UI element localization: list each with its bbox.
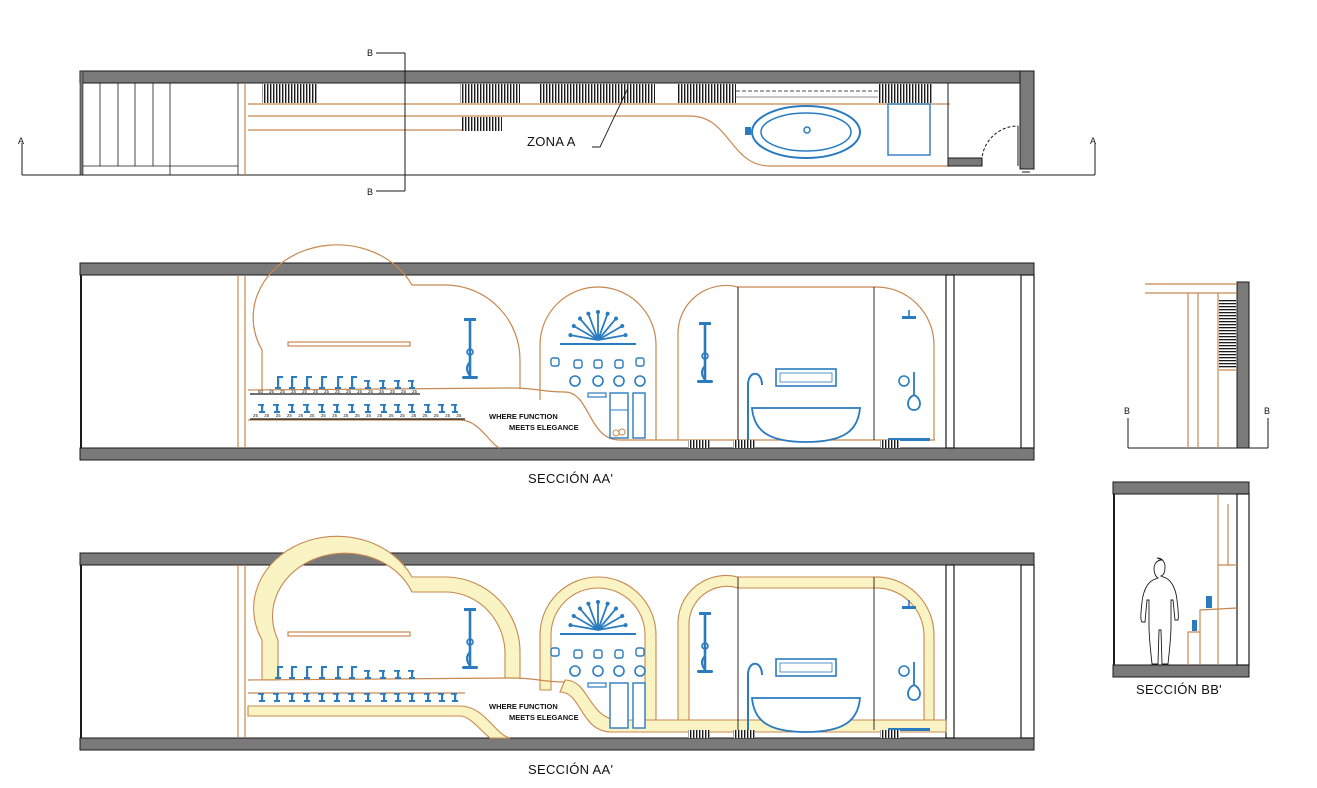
shelf-dimension: 25	[357, 389, 363, 394]
shelf-dimension: 25	[335, 389, 341, 394]
faucet-display-2	[258, 666, 458, 702]
section-marker-a-right: A	[1090, 136, 1096, 146]
shelf-dimension: 25	[291, 389, 297, 394]
shelf-dimension: 25	[379, 389, 385, 394]
section-bb: SECCIÓN BB'	[1112, 481, 1250, 697]
shelf-dimension: 25	[412, 389, 418, 394]
shelf-dimension: 25	[456, 413, 462, 418]
floor-plan: ZONA A A A B B	[18, 48, 1096, 197]
shelf-dimension: 25	[253, 413, 259, 418]
shelf-dimension: 25	[411, 413, 417, 418]
section-bb-marker-right: B	[1264, 406, 1270, 416]
shelf-dimension: 25	[269, 389, 275, 394]
section-aa-2: WHERE FUNCTION MEETS ELEGANCE SECCIÓN AA…	[79, 535, 1035, 777]
shelf-dimension: 25	[368, 389, 374, 394]
section-aa-2-caption: SECCIÓN AA'	[528, 762, 613, 777]
shelf-dimension: 25	[280, 389, 286, 394]
shelf-dimension: 25	[346, 389, 352, 394]
shelf-dimension: 25	[389, 413, 395, 418]
section-marker-b-bottom: B	[367, 187, 373, 197]
shelf-dimension: 25	[434, 413, 440, 418]
section-bb-elevation: B B	[1124, 281, 1270, 449]
shelf-dimension: 25	[355, 413, 361, 418]
shelf-dimension: 25	[324, 389, 330, 394]
shelf-dimension: 25	[313, 389, 319, 394]
section-marker-a-left: A	[18, 136, 24, 146]
slogan-2-line-2: MEETS ELEGANCE	[509, 713, 579, 722]
section-bb-marker-left: B	[1124, 406, 1130, 416]
shelf-dimension: 25	[287, 413, 293, 418]
shelf-dimension: 25	[332, 413, 338, 418]
shelf-dimension: 25	[310, 413, 316, 418]
section-aa-1: 50 25 25 25 25 25 25 25 25 25 25 25 25 25 25 25 25 25 25 2…	[79, 244, 1035, 486]
shelf-dimension: 25	[276, 413, 282, 418]
shelf-dimension: 50	[258, 389, 264, 394]
shelf-dimension: 25	[401, 389, 407, 394]
shelf-dimension: 25	[343, 413, 349, 418]
slogan-line-2: MEETS ELEGANCE	[509, 423, 579, 432]
faucet-display-lower	[258, 404, 458, 413]
section-aa-1-caption: SECCIÓN AA'	[528, 471, 613, 486]
shelf-dimension: 25	[264, 413, 270, 418]
shelf-dimension: 25	[298, 413, 304, 418]
shelf-dimension: 25	[400, 413, 406, 418]
shelf-dimension: 25	[423, 413, 429, 418]
shelf-dimension: 25	[445, 413, 451, 418]
shelf-dimension: 25	[321, 413, 327, 418]
shelf-dimension: 25	[377, 413, 383, 418]
human-scale-figure	[1140, 557, 1179, 665]
shelf-dimension: 25	[390, 389, 396, 394]
zone-label: ZONA A	[527, 134, 576, 149]
section-bb-caption: SECCIÓN BB'	[1136, 682, 1222, 697]
shelf-dimension: 25	[366, 413, 372, 418]
slogan-2-line-1: WHERE FUNCTION	[489, 702, 558, 711]
slogan-line-1: WHERE FUNCTION	[489, 412, 558, 421]
shelf-dimension: 25	[302, 389, 308, 394]
faucet-display-upper	[275, 376, 415, 389]
section-marker-b-top: B	[367, 48, 373, 58]
radial-rod-display	[550, 309, 646, 439]
